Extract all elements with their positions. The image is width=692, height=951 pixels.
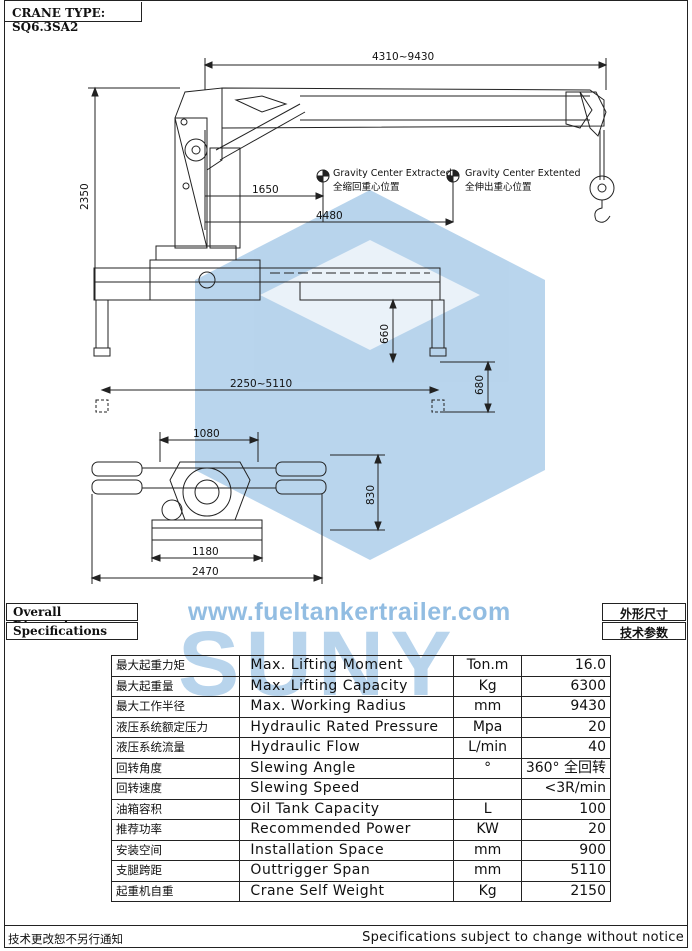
- spec-name-en: Recommended Power: [239, 819, 455, 841]
- gc-retracted-en: Gravity Center Extracted: [333, 168, 452, 179]
- spec-unit: Kg: [453, 880, 522, 902]
- spec-name-en: Installation Space: [239, 839, 455, 861]
- spec-value: 900: [520, 839, 612, 861]
- spec-value: 9430: [520, 696, 612, 718]
- spec-value: 2150: [520, 880, 612, 902]
- footer-note-cn: 技术更改恕不另行通知: [8, 932, 123, 946]
- page-frame: [4, 0, 688, 948]
- dim-boom-text: 4310~9430: [372, 51, 434, 63]
- spec-name-cn: 安装空间: [110, 839, 241, 861]
- spec-name-cn: 最大工作半径: [110, 696, 241, 718]
- specifications-cn-label: 技术参数: [602, 622, 686, 640]
- spec-value: 40: [520, 737, 612, 759]
- spec-name-cn: 液压系统流量: [110, 737, 241, 759]
- overall-dimensions-label: Overall Dimensions: [6, 603, 138, 633]
- spec-value: 20: [520, 819, 612, 841]
- spec-name-en: Max. Lifting Moment: [239, 655, 455, 677]
- spec-name-cn: 回转角度: [110, 757, 241, 779]
- spec-unit: mm: [453, 839, 522, 861]
- spec-value: <3R/min: [520, 778, 612, 800]
- spec-name-cn: 最大起重力矩: [110, 655, 241, 677]
- dim-830-text: 830: [365, 485, 377, 505]
- spec-name-en: Oil Tank Capacity: [239, 798, 455, 820]
- dim-span-text: 2250~5110: [230, 378, 292, 390]
- spec-name-en: Outtrigger Span: [239, 860, 455, 882]
- dim-1180-text: 1180: [192, 546, 219, 558]
- spec-name-cn: 液压系统额定压力: [110, 716, 241, 738]
- spec-unit: Kg: [453, 675, 522, 697]
- spec-unit: mm: [453, 696, 522, 718]
- overall-dimensions-cn-label: 外形尺寸: [602, 603, 686, 621]
- gc-extended-en: Gravity Center Extented: [465, 168, 581, 179]
- spec-name-cn: 最大起重量: [110, 675, 241, 697]
- specifications-label: Specifications: [6, 622, 138, 640]
- dim-660-text: 660: [379, 324, 391, 344]
- spec-name-en: Slewing Angle: [239, 757, 455, 779]
- dim-680-text: 680: [474, 375, 486, 395]
- dim-2470-text: 2470: [192, 566, 219, 578]
- spec-unit: KW: [453, 819, 522, 841]
- spec-value: 100: [520, 798, 612, 820]
- footer-note-en: Specifications subject to change without…: [362, 930, 684, 945]
- spec-name-en: Max. Working Radius: [239, 696, 455, 718]
- spec-value: 5110: [520, 860, 612, 882]
- spec-name-cn: 油箱容积: [110, 798, 241, 820]
- outrigger-leg-left: [95, 299, 109, 349]
- title-box: CRANE TYPE: SQ6.3SA2: [4, 2, 142, 34]
- spec-value: 20: [520, 716, 612, 738]
- dim-1650-text: 1650: [252, 184, 279, 196]
- watermark-url: www.fueltankertrailer.com: [188, 598, 511, 626]
- spec-name-cn: 支腿跨距: [110, 860, 241, 882]
- dim-1080-text: 1080: [193, 428, 220, 440]
- spec-name-en: Crane Self Weight: [239, 880, 455, 902]
- spec-unit: [453, 778, 522, 800]
- spec-value: 6300: [520, 675, 612, 697]
- spec-value: 16.0: [520, 655, 612, 677]
- spec-name-en: Max. Lifting Capacity: [239, 675, 455, 697]
- dim-height-text: 2350: [79, 183, 91, 210]
- spec-name-cn: 回转速度: [110, 778, 241, 800]
- spec-unit: L: [453, 798, 522, 820]
- crane-type-title: CRANE TYPE: SQ6.3SA2: [12, 6, 106, 34]
- spec-name-en: Slewing Speed: [239, 778, 455, 800]
- spec-unit: L/min: [453, 737, 522, 759]
- dim-4480-text: 4480: [316, 210, 343, 222]
- spec-name-cn: 起重机自重: [110, 880, 241, 902]
- spec-unit: mm: [453, 860, 522, 882]
- spec-name-en: Hydraulic Rated Pressure: [239, 716, 455, 738]
- crane-base: [149, 259, 261, 301]
- spec-name-cn: 推荐功率: [110, 819, 241, 841]
- gc-extended-cn: 全伸出重心位置: [465, 181, 532, 193]
- spec-unit: °: [453, 757, 522, 779]
- footer-divider: [4, 925, 688, 926]
- spec-unit: Mpa: [453, 716, 522, 738]
- crane-drawing: 4310~9430 2350 1650 4480 660 680 2250~51…: [79, 51, 615, 584]
- spec-unit: Ton.m: [453, 655, 522, 677]
- gc-retracted-cn: 全缩回重心位置: [333, 181, 400, 193]
- spec-name-en: Hydraulic Flow: [239, 737, 455, 759]
- spec-value: 360° 全回转: [520, 757, 612, 779]
